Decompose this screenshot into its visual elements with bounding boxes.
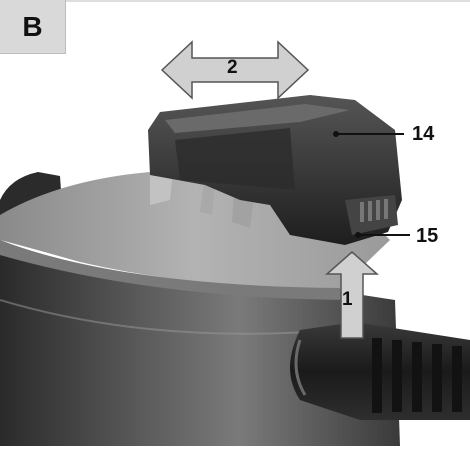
battery-top-face [165, 104, 350, 133]
panel-label: B [0, 0, 66, 54]
arrow-label-2: 2 [227, 57, 238, 78]
up-arrow-icon [325, 251, 379, 339]
bin-rim-highlight [0, 299, 341, 335]
callout-15: 15 [416, 225, 439, 247]
callout-14: 14 [412, 123, 435, 145]
leader-dot-15 [355, 232, 361, 238]
release-button-grip [360, 199, 388, 222]
double-arrow-icon [160, 40, 310, 100]
battery-recess [175, 128, 295, 190]
arrow-label-1: 1 [342, 289, 353, 310]
lid-edge [0, 240, 345, 300]
hose-ribs [372, 338, 462, 413]
leader-dot-14 [333, 131, 339, 137]
hose-highlight [294, 339, 307, 396]
